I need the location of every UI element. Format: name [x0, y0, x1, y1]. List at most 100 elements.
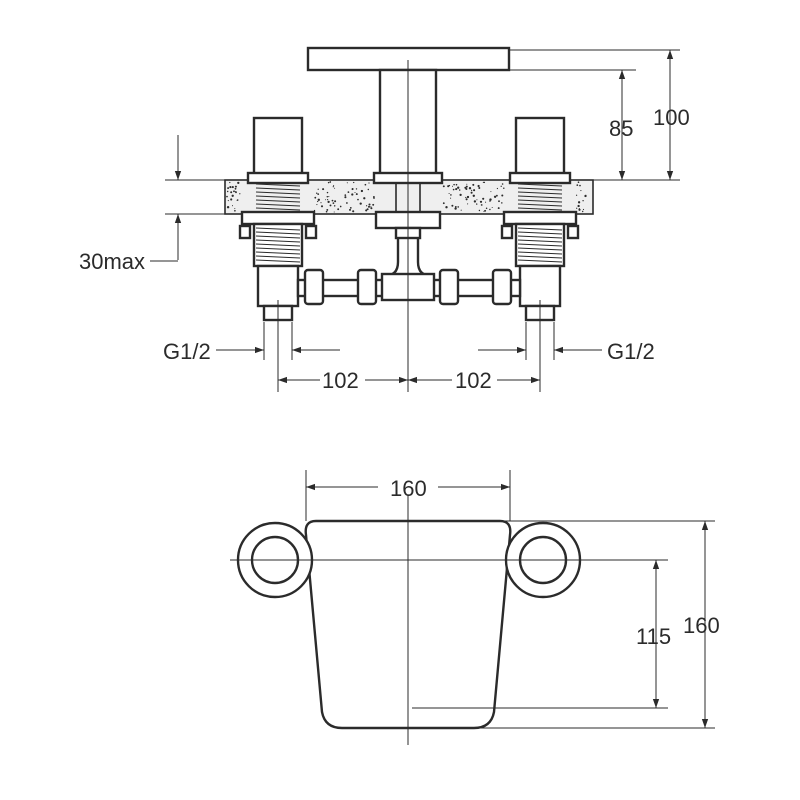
thread-line: [517, 235, 563, 239]
countertop-speck: [363, 197, 366, 200]
countertop-speck: [234, 209, 236, 212]
countertop-speck: [359, 202, 362, 205]
countertop-speck: [482, 181, 484, 183]
countertop-speck: [500, 185, 502, 187]
thread-line: [517, 227, 563, 231]
thread-line: [517, 195, 563, 199]
countertop-speck: [451, 204, 454, 207]
thread-line: [517, 231, 563, 235]
countertop-speck: [329, 181, 332, 183]
thread-line: [255, 199, 301, 203]
spacing-right-label: 102: [455, 368, 492, 393]
countertop-speck: [355, 193, 358, 196]
countertop-speck: [584, 194, 587, 198]
right-handle-valve: [500, 116, 580, 322]
countertop-speck: [347, 191, 350, 193]
countertop-speck: [489, 208, 491, 211]
countertop-speck: [454, 205, 457, 208]
dim-85-label: 85: [609, 116, 633, 141]
countertop-speck: [476, 203, 478, 205]
countertop-speck: [235, 191, 237, 194]
countertop-speck: [360, 189, 364, 193]
spacing-left-label: 102: [322, 368, 359, 393]
countertop-speck: [467, 203, 469, 205]
countertop-speck: [447, 185, 450, 188]
countertop-speck: [339, 205, 342, 208]
countertop-speck: [477, 184, 480, 188]
countertop-speck: [234, 208, 236, 210]
countertop-speck: [227, 200, 229, 202]
dim-30max-label: 30max: [79, 249, 145, 274]
thread-line: [517, 191, 563, 195]
countertop-speck: [234, 187, 237, 190]
countertop-speck: [325, 210, 328, 213]
countertop-speck: [582, 200, 584, 202]
countertop-speck: [580, 190, 582, 192]
countertop-speck: [468, 187, 472, 190]
countertop-speck: [317, 198, 320, 201]
countertop-speck: [349, 208, 351, 211]
thread-line: [255, 183, 301, 187]
countertop-speck: [230, 198, 233, 201]
countertop-speck: [442, 202, 445, 205]
countertop-speck: [368, 203, 371, 206]
countertop-speck: [373, 197, 375, 199]
countertop-speck: [353, 181, 355, 184]
countertop-speck: [239, 193, 241, 195]
countertop-speck: [366, 208, 369, 211]
countertop-speck: [333, 211, 335, 213]
countertop-speck: [226, 195, 228, 198]
countertop-speck: [316, 192, 318, 194]
countertop-speck: [234, 185, 237, 188]
countertop-speck: [501, 194, 504, 197]
countertop-speck: [482, 197, 485, 200]
countertop-speck: [450, 194, 452, 196]
countertop-texture: [226, 181, 587, 213]
thread-line: [255, 247, 301, 251]
countertop-speck: [483, 210, 485, 212]
countertop-speck: [237, 181, 240, 185]
thread-line: [517, 203, 563, 207]
countertop-speck: [332, 186, 334, 188]
countertop-speck: [450, 197, 452, 199]
countertop-speck: [582, 208, 585, 211]
height-dimensions: [509, 49, 680, 181]
countertop-speck: [582, 210, 584, 213]
left-handle-valve: [238, 116, 318, 322]
countertop-speck: [367, 188, 370, 191]
countertop-speck: [577, 181, 580, 183]
countertop-speck: [452, 188, 455, 191]
countertop-speck: [329, 204, 332, 207]
countertop-speck: [496, 194, 498, 197]
countertop-speck: [479, 200, 483, 203]
countertop-speck: [357, 198, 359, 201]
countertop-speck: [372, 203, 375, 206]
countertop-speck: [325, 199, 327, 201]
countertop-speck: [455, 188, 458, 191]
thread-right-label: G1/2: [607, 339, 655, 364]
countertop-speck: [453, 183, 455, 186]
thread-line: [255, 227, 301, 231]
countertop-speck: [326, 191, 329, 194]
countertop-speck: [351, 188, 354, 191]
countertop-speck: [331, 199, 334, 202]
countertop-speck: [484, 209, 487, 212]
countertop-speck: [466, 183, 468, 185]
countertop-speck: [317, 193, 320, 195]
countertop-speck: [467, 196, 469, 198]
thread-line: [517, 247, 563, 251]
countertop-speck: [473, 200, 477, 203]
countertop-speck: [478, 209, 481, 212]
countertop-speck: [451, 185, 454, 187]
countertop-speck: [465, 196, 467, 199]
countertop-speck: [231, 205, 234, 207]
thread-line: [517, 187, 563, 191]
countertop-speck: [465, 185, 468, 188]
thickness-dimension: [150, 135, 225, 262]
countertop-speck: [465, 198, 468, 201]
countertop-speck: [457, 206, 460, 208]
countertop-speck: [327, 200, 330, 204]
countertop-speck: [226, 206, 230, 209]
countertop-speck: [478, 186, 481, 190]
